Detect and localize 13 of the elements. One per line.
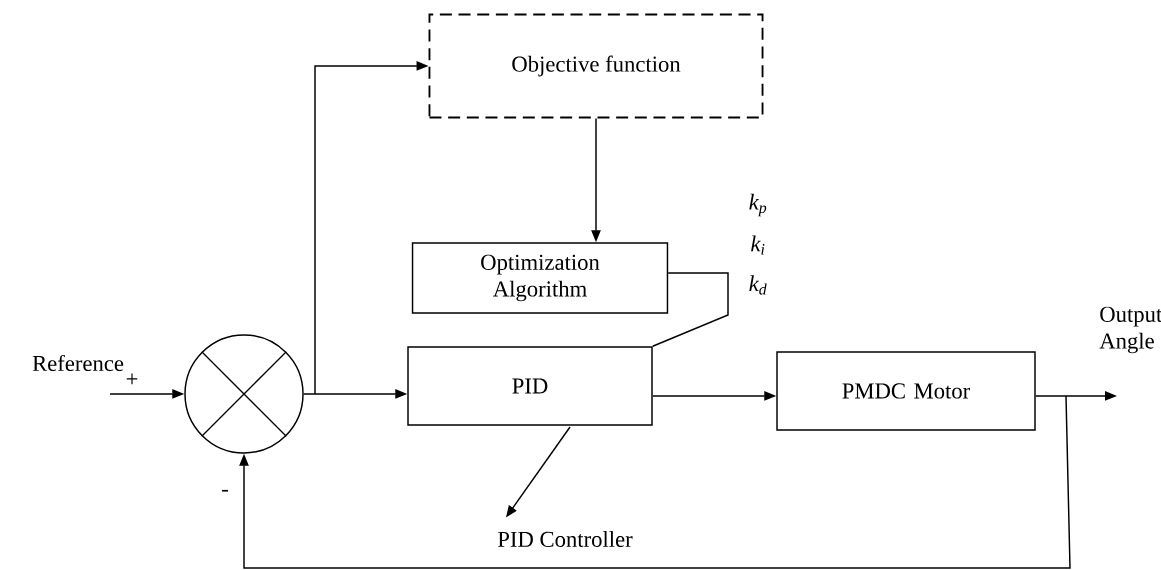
gain-label: k$_{d}$ — [749, 275, 767, 295]
objective-box: Objective function — [428, 13, 764, 119]
sign-label: - — [222, 489, 228, 492]
gain-label: k$_{i}$ — [751, 235, 765, 255]
sign-label: + — [126, 373, 138, 385]
block-box: Optimization Algorithm — [411, 242, 669, 314]
arrow — [239, 395, 1071, 569]
signal-label: Reference — [32, 354, 124, 372]
gain-label: k$_{p}$ — [749, 193, 767, 217]
block-box: PMDC Motor — [776, 351, 1036, 431]
summing-junction — [184, 334, 304, 454]
block-box: PID — [407, 346, 653, 426]
output-text: PID Controller — [498, 531, 633, 547]
